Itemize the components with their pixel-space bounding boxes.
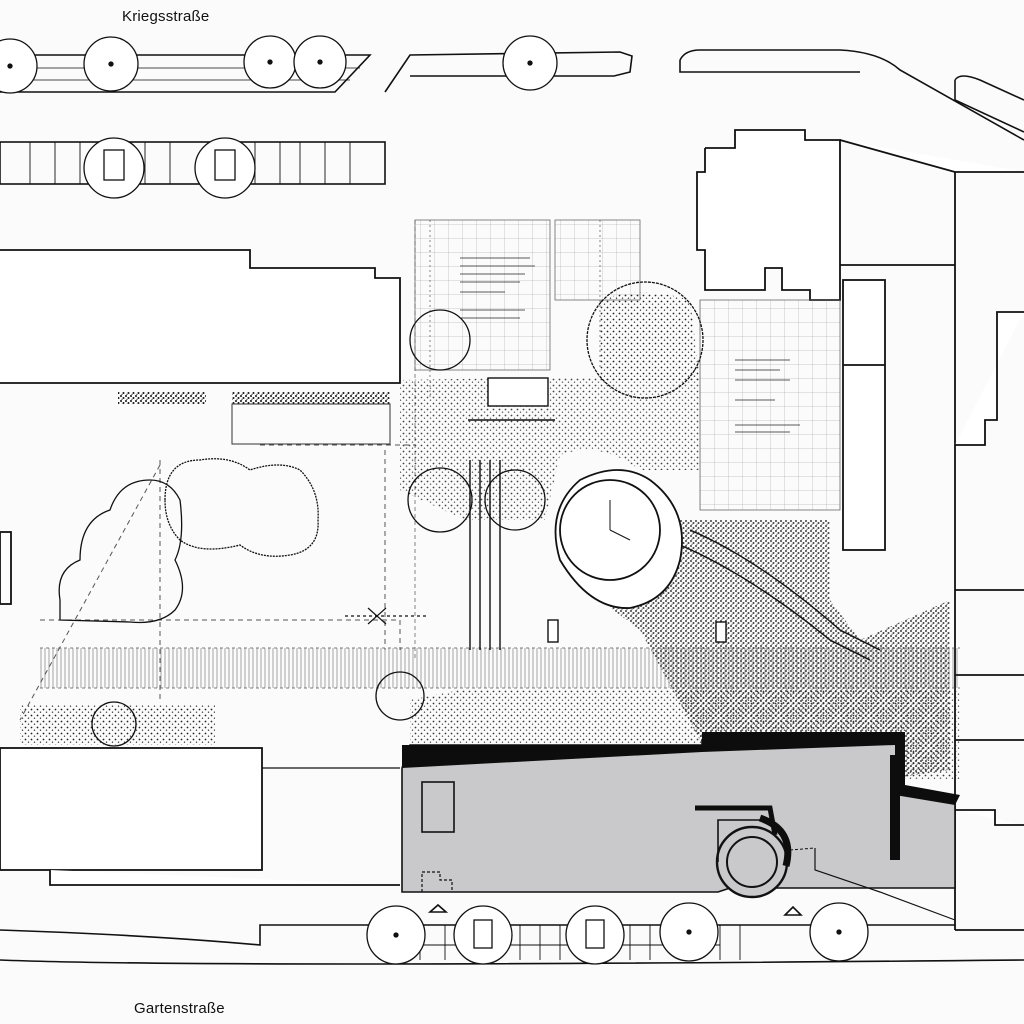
central-garden-grid <box>414 219 841 660</box>
legend-texts <box>460 257 800 433</box>
hedge-1 <box>118 392 206 404</box>
garden-path <box>40 529 960 689</box>
hedge-2 <box>232 392 390 404</box>
main-building <box>401 732 960 921</box>
street-label-south: Gartenstraße <box>134 1000 225 1017</box>
round-plaza <box>554 469 683 609</box>
pavilion <box>468 377 727 650</box>
building-upper-left <box>0 249 401 384</box>
street-label-north: Kriegsstraße <box>122 8 210 25</box>
south-trees <box>366 902 869 965</box>
north-trees <box>0 35 558 199</box>
left-edge-structure <box>0 531 12 605</box>
survey-marker <box>345 607 428 625</box>
garden-trees <box>58 281 704 747</box>
building-lower-left <box>0 747 400 886</box>
